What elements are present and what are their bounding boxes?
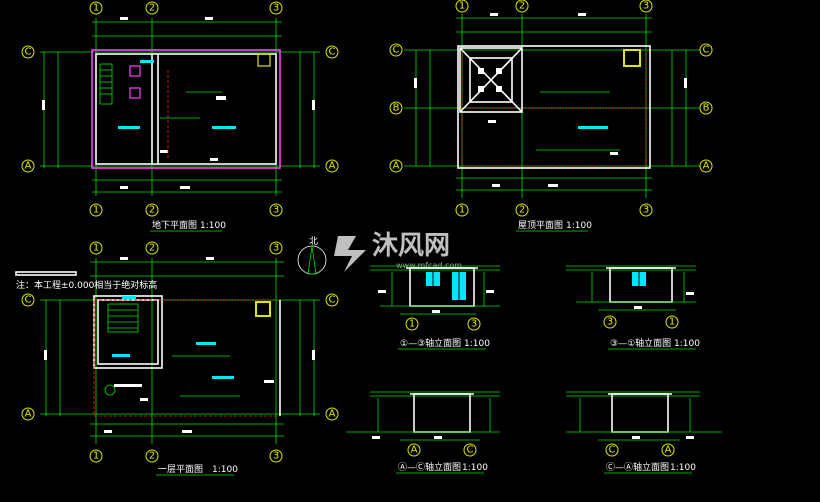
svg-text:A: A: [25, 161, 32, 172]
svg-text:2: 2: [519, 1, 525, 12]
svg-text:2: 2: [519, 205, 525, 216]
svg-text:1: 1: [93, 451, 99, 462]
svg-text:3: 3: [273, 3, 279, 14]
watermark: 沐风网 www.mfcad.com: [334, 231, 462, 272]
svg-text:B: B: [703, 103, 710, 114]
elev-c-scale: 1:100: [462, 463, 488, 473]
elev-c-title: Ⓐ—Ⓒ轴立面图: [398, 461, 461, 473]
elev-a-title: ①—③轴立面图: [400, 337, 461, 349]
svg-text:1: 1: [93, 205, 99, 216]
north-arrow: 北: [297, 236, 327, 275]
svg-text:2: 2: [149, 3, 155, 14]
svg-text:C: C: [329, 47, 336, 58]
svg-text:A: A: [25, 409, 32, 420]
elev-d-scale: 1:100: [670, 463, 696, 473]
svg-text:A: A: [665, 445, 672, 456]
svg-text:3: 3: [273, 451, 279, 462]
roof-title: 屋顶平面图: [518, 220, 563, 231]
roof-outline: [457, 45, 651, 169]
basement-axis-bubbles: 1 2 3 1 2 3 C A C A: [21, 1, 339, 217]
roof-dimensions: [404, 13, 700, 198]
svg-text:C: C: [467, 445, 474, 456]
ground-axis-bubbles: 1 2 3 1 2 3 C A C A: [21, 241, 339, 463]
svg-text:1: 1: [93, 3, 99, 14]
svg-text:C: C: [25, 47, 32, 58]
roof-axis-bubbles: 1 2 3 1 2 3 C B A C B A: [389, 0, 713, 217]
stair-roof-hip: [459, 47, 523, 113]
elev-b-scale: 1:100: [674, 339, 700, 349]
svg-text:3: 3: [643, 1, 649, 12]
ground-scale: 1:100: [212, 465, 238, 475]
svg-text:C: C: [609, 445, 616, 456]
ground-stair: [107, 303, 139, 333]
basement-dimensions: [40, 17, 320, 196]
basement-plan: 1 2 3 1 2 3 C A C A 地下平面图 1:100: [21, 1, 339, 232]
svg-text:2: 2: [149, 451, 155, 462]
svg-text:3: 3: [643, 205, 649, 216]
basement-title: 地下平面图: [152, 219, 197, 231]
watermark-url: www.mfcad.com: [396, 261, 462, 270]
svg-text:A: A: [393, 161, 400, 172]
watermark-logo-icon: [334, 236, 366, 272]
svg-text:3: 3: [607, 317, 613, 328]
roof-scale: 1:100: [566, 221, 592, 231]
elevation-c-a: C A Ⓒ—Ⓐ轴立面图 1:100: [566, 391, 722, 474]
note-bar: [15, 271, 77, 276]
basement-scale: 1:100: [200, 221, 226, 231]
ground-floor-plan: 注：本工程±0.000相当于绝对标高 1 2 3 1 2 3 C: [15, 241, 339, 476]
elev-b-title: ③—①轴立面图: [610, 337, 671, 349]
svg-text:B: B: [393, 103, 400, 114]
svg-text:3: 3: [471, 319, 477, 330]
roof-plan: 1 2 3 1 2 3 C B A C B A 屋顶平面图 1:100: [389, 0, 713, 232]
svg-text:1: 1: [93, 243, 99, 254]
elevation-a-c: A C Ⓐ—Ⓒ轴立面图 1:100: [346, 391, 500, 474]
svg-text:C: C: [329, 295, 336, 306]
basement-stair: [99, 63, 113, 105]
svg-text:A: A: [411, 445, 418, 456]
basement-inner-wall: [95, 53, 277, 165]
elevation-3-1: 3 1 ③—①轴立面图 1:100: [566, 265, 700, 350]
svg-text:3: 3: [273, 205, 279, 216]
svg-text:2: 2: [149, 205, 155, 216]
svg-text:C: C: [393, 45, 400, 56]
elev-d-title: Ⓒ—Ⓐ轴立面图: [606, 461, 669, 473]
svg-text:1: 1: [459, 1, 465, 12]
ground-title: 一层平面图: [158, 464, 203, 475]
svg-text:3: 3: [273, 243, 279, 254]
datum-note: 注：本工程±0.000相当于绝对标高: [16, 279, 157, 291]
ground-dimensions: [40, 257, 320, 444]
svg-text:1: 1: [459, 205, 465, 216]
elev-a-scale: 1:100: [464, 339, 490, 349]
elevation-1-3: 1 3 ①—③轴立面图 1:100: [370, 265, 500, 350]
svg-text:C: C: [703, 45, 710, 56]
watermark-brand: 沐风网: [372, 231, 450, 261]
svg-text:A: A: [329, 161, 336, 172]
svg-text:北: 北: [309, 236, 318, 247]
svg-text:A: A: [703, 161, 710, 172]
basement-outer-wall: [91, 49, 281, 169]
svg-text:C: C: [25, 295, 32, 306]
svg-text:A: A: [329, 409, 336, 420]
svg-text:1: 1: [669, 317, 675, 328]
svg-text:2: 2: [149, 243, 155, 254]
svg-text:1: 1: [409, 319, 415, 330]
